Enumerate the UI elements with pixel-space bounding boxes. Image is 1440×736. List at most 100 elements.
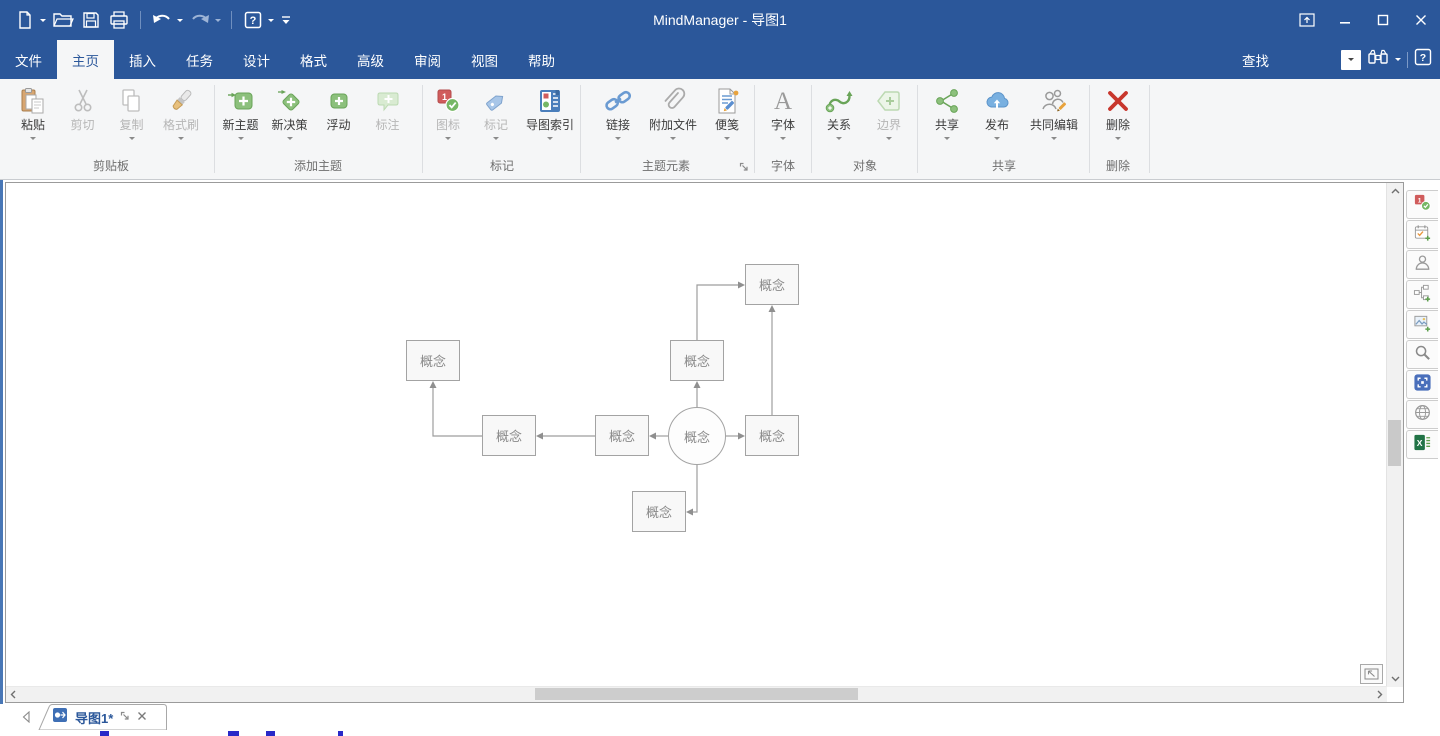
copy-caret-icon [128, 137, 135, 140]
attach-file-button[interactable]: 附加文件 [644, 79, 702, 140]
document-tab[interactable]: 导图1* [38, 704, 168, 730]
tab-help[interactable]: 帮助 [528, 53, 555, 69]
diagram-node-left-inner[interactable]: 概念 [595, 415, 649, 456]
diagram-node-center[interactable]: 概念 [668, 407, 726, 465]
open-icon[interactable] [50, 7, 76, 33]
sidebar-tab-browser[interactable] [1406, 400, 1438, 429]
node-label: 概念 [645, 505, 672, 520]
icons-label: 图标 [435, 118, 460, 132]
new-document-caret-icon[interactable] [40, 18, 46, 25]
scroll-down-icon[interactable] [1387, 671, 1403, 687]
group-label-topic-elements: 主题元素 [641, 159, 690, 173]
link-caret-icon[interactable] [615, 137, 621, 140]
print-icon[interactable] [106, 7, 132, 33]
co-editing-button[interactable]: 共同编辑 [1022, 79, 1086, 140]
tab-view[interactable]: 视图 [471, 53, 498, 69]
find-dropdown-caret-icon[interactable] [1348, 58, 1354, 64]
map-canvas[interactable]: 概念 概念 概念 概念 概念 概念 概念 概念 [5, 182, 1404, 703]
tab-float-icon[interactable] [120, 708, 130, 726]
new-decision-button[interactable]: 新决策 [265, 79, 314, 140]
link-button[interactable]: 链接 [592, 79, 644, 140]
ribbon-display-options-icon[interactable] [1288, 0, 1326, 40]
help-icon[interactable]: ? [240, 7, 266, 33]
tab-advanced[interactable]: 高级 [357, 53, 384, 69]
publish-button[interactable]: 发布 [972, 79, 1022, 140]
cut-label: 剪切 [70, 118, 95, 132]
co-editing-caret-icon[interactable] [1051, 137, 1057, 140]
tab-home[interactable]: 主页 [57, 40, 114, 79]
undo-caret-icon[interactable] [177, 18, 183, 25]
binoculars-icon[interactable] [1367, 48, 1389, 71]
horizontal-scrollbar[interactable] [6, 686, 1387, 702]
vertical-scrollbar[interactable] [1386, 183, 1403, 687]
new-topic-button[interactable]: 新主题 [216, 79, 265, 140]
help-caret-icon[interactable] [268, 18, 274, 25]
sidebar-tab-excel[interactable]: X [1406, 430, 1438, 459]
save-icon[interactable] [78, 7, 104, 33]
diagram-node-top-right[interactable]: 概念 [745, 264, 799, 305]
maximize-icon[interactable] [1364, 0, 1402, 40]
paste-button[interactable]: 粘贴 [8, 79, 58, 140]
binoculars-caret-icon[interactable] [1395, 58, 1401, 64]
diagram-node-bottom[interactable]: 概念 [632, 491, 686, 532]
svg-text:?: ? [250, 15, 257, 27]
attach-file-caret-icon[interactable] [670, 137, 676, 140]
minimize-icon[interactable] [1326, 0, 1364, 40]
cut-icon [68, 86, 98, 116]
sidebar-tab-person[interactable] [1406, 250, 1438, 279]
tab-file[interactable]: 文件 [15, 53, 42, 69]
close-icon[interactable] [1402, 0, 1440, 40]
share-caret-icon[interactable] [944, 137, 950, 140]
tab-close-icon[interactable] [137, 708, 147, 726]
diagram-node-left-outer[interactable]: 概念 [482, 415, 536, 456]
tab-format[interactable]: 格式 [300, 53, 327, 69]
tab-review[interactable]: 审阅 [414, 53, 441, 69]
diagram-node-right[interactable]: 概念 [745, 415, 799, 456]
sidebar-tab-map-parts[interactable] [1406, 280, 1438, 309]
relationship-button[interactable]: 关系 [814, 79, 864, 140]
font-button[interactable]: A 字体 [757, 79, 809, 140]
find-input[interactable] [1341, 49, 1361, 70]
sidebar-tab-search[interactable] [1406, 340, 1438, 369]
scroll-left-icon[interactable] [6, 687, 20, 702]
undo-icon[interactable] [149, 7, 175, 33]
scroll-right-icon[interactable] [1373, 687, 1387, 702]
map-index-button[interactable]: 导图索引 [520, 79, 580, 140]
sidebar-tab-image-library[interactable] [1406, 310, 1438, 339]
publish-caret-icon[interactable] [994, 137, 1000, 140]
delete-button[interactable]: 删除 [1092, 79, 1144, 140]
tags-caret-icon [493, 137, 499, 140]
fit-map-button[interactable] [1360, 664, 1383, 684]
relationship-caret-icon[interactable] [836, 137, 842, 140]
tab-task[interactable]: 任务 [186, 53, 213, 69]
tab-design[interactable]: 设计 [243, 53, 270, 69]
quick-access-toolbar: ? [0, 7, 294, 33]
paste-caret-icon[interactable] [30, 137, 36, 140]
topic-elements-dialog-launcher-icon[interactable] [738, 161, 750, 173]
notes-label: 便笺 [714, 118, 739, 132]
new-document-icon[interactable] [12, 7, 38, 33]
notes-button[interactable]: 便笺 [702, 79, 752, 140]
new-decision-caret-icon[interactable] [286, 137, 293, 140]
ribbon-help-icon[interactable]: ? [1414, 48, 1432, 71]
floating-topic-button[interactable]: 浮动 [314, 79, 363, 133]
sidebar-tab-map-overview[interactable] [1406, 370, 1438, 399]
redo-icon [187, 7, 213, 33]
tab-scroll-left-icon[interactable] [22, 710, 30, 728]
map-index-caret-icon[interactable] [547, 137, 553, 140]
horizontal-scroll-thumb[interactable] [535, 688, 858, 700]
vertical-scroll-thumb[interactable] [1388, 420, 1401, 466]
font-caret-icon[interactable] [780, 137, 786, 140]
sidebar-tab-task-info[interactable] [1406, 220, 1438, 249]
delete-caret-icon[interactable] [1115, 137, 1121, 140]
diagram-node-left-top[interactable]: 概念 [406, 340, 460, 381]
notes-caret-icon[interactable] [724, 137, 730, 140]
diagram-node-top-middle[interactable]: 概念 [670, 340, 724, 381]
publish-cloud-icon [982, 86, 1012, 116]
scroll-up-icon[interactable] [1387, 183, 1403, 199]
tab-insert[interactable]: 插入 [129, 53, 156, 69]
sidebar-tab-markers[interactable]: 1 [1406, 190, 1438, 219]
customize-qat-icon[interactable] [278, 7, 294, 33]
share-button[interactable]: 共享 [922, 79, 972, 140]
new-topic-caret-icon[interactable] [237, 137, 244, 140]
